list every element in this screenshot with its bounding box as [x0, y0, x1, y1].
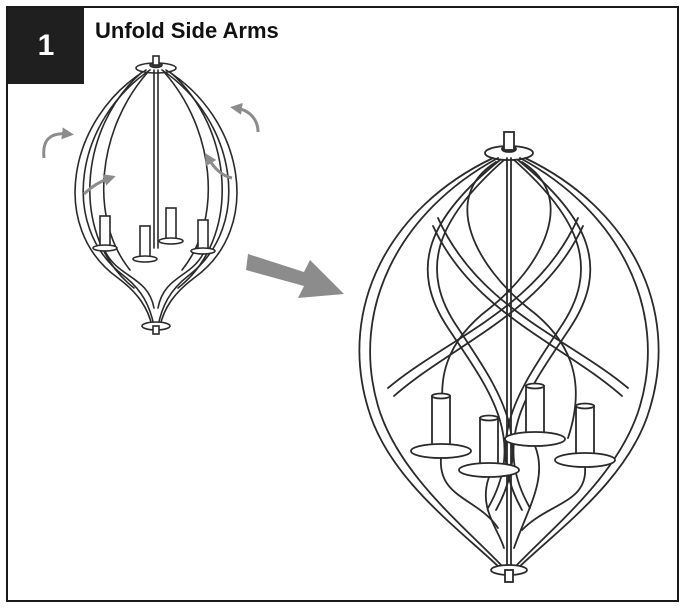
instruction-panel: 1 Unfold Side Arms — [6, 6, 679, 602]
illustration — [42, 55, 660, 583]
folded-chandelier-icon — [74, 55, 238, 335]
unfolded-chandelier-icon — [358, 131, 660, 583]
curved-rotate-arrow-icon — [42, 102, 260, 196]
right-arrow-icon — [246, 254, 344, 298]
step-title: Unfold Side Arms — [95, 18, 279, 43]
step-number-badge: 1 — [8, 8, 84, 84]
